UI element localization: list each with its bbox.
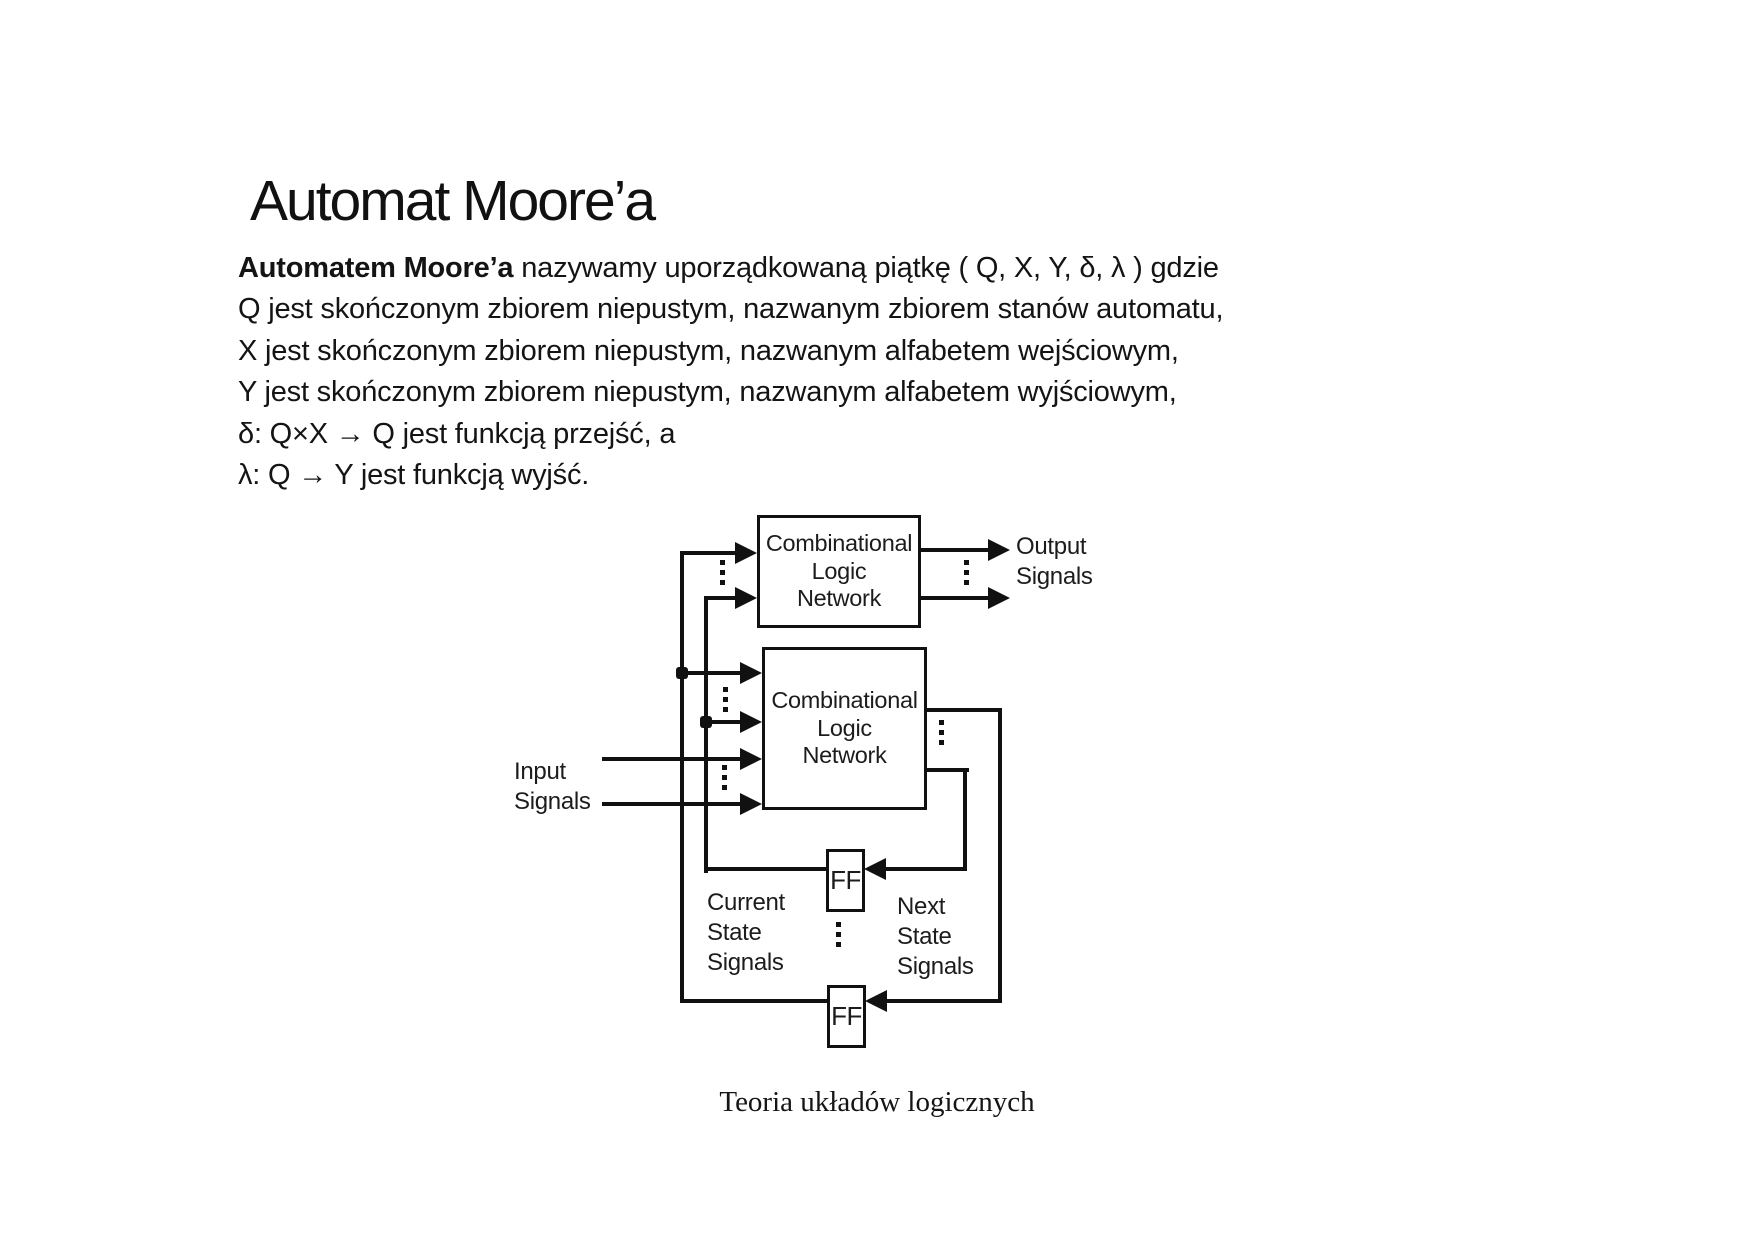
arrowhead [735,587,757,609]
next-state-wire-b-h [926,768,969,772]
ellipsis-dots [722,765,727,790]
output-logic-box-label: Combinational Logic Network [765,530,913,612]
feedback-wire-inner [704,596,708,873]
arrowhead [988,587,1010,609]
arrowhead [740,662,762,684]
ff-bottom-output-wire [680,999,828,1003]
wire-to-state-logic-2 [704,720,740,724]
definition-term: Automatem Moore’a [238,252,514,284]
current-state-label: Current State Signals [707,889,785,976]
arrowhead [864,858,886,880]
ellipsis-dots [964,560,969,585]
ff-bottom-box: FF [827,985,866,1048]
output-wire-2 [921,596,988,600]
next-state-wire-a-return [887,999,1000,1003]
ellipsis-dots [836,922,841,947]
paragraph-line-1-rest: nazywamy uporządkowaną piątkę ( Q, X, Y,… [513,252,1219,284]
junction-dot [700,716,712,728]
arrowhead [865,990,887,1012]
wire-to-state-logic-1 [680,671,740,675]
wire-to-output-logic-2 [704,596,736,600]
next-state-wire-b-return [886,867,965,871]
arrowhead [740,711,762,733]
output-signals-label: Output Signals [1016,533,1093,590]
next-state-wire-a-h [926,708,1002,712]
paragraph-line-4: Y jest skończonym zbiorem niepustym, naz… [238,376,1177,409]
junction-dot [676,667,688,679]
ff-top-output-wire [704,867,826,871]
output-wire-1 [921,548,988,552]
paragraph-line-6: λ: Q → Y jest funkcją wyjść. [238,459,590,492]
arrowhead [740,793,762,815]
input-wire-1 [602,757,742,761]
arrowhead [735,542,757,564]
paragraph-line-3: X jest skończonym zbiorem niepustym, naz… [238,334,1179,367]
ff-bottom-label: FF [831,1001,862,1031]
ff-top-label: FF [830,865,861,895]
ff-top-box: FF [826,849,865,912]
next-state-logic-box-label: Combinational Logic Network [771,687,918,769]
ellipsis-dots [723,687,728,712]
input-signals-label: Input Signals [514,758,591,815]
page-title: Automat Moore’a [250,169,656,233]
output-logic-box: Combinational Logic Network [757,515,921,628]
next-state-label: Next State Signals [897,893,974,980]
arrowhead [988,539,1010,561]
wire-to-output-logic-1 [680,551,736,555]
next-state-logic-box: Combinational Logic Network [762,647,927,810]
next-state-wire-a-v [998,708,1002,1003]
ellipsis-dots [939,720,944,745]
paragraph-line-2: Q jest skończonym zbiorem niepustym, naz… [238,293,1224,326]
feedback-wire-outer [680,551,684,1003]
paragraph-line-5: δ: Q×X → Q jest funkcją przejść, a [238,417,676,450]
arrowhead [740,748,762,770]
input-wire-2 [602,802,742,806]
definition-paragraph: Automatem Moore’a nazywamy uporządkowaną… [238,248,1378,496]
paragraph-line-1: Automatem Moore’a nazywamy uporządkowaną… [238,248,1378,289]
next-state-wire-b-v [963,768,967,871]
footer-caption: Teoria układów logicznych [719,1086,1035,1118]
ellipsis-dots [720,560,725,585]
